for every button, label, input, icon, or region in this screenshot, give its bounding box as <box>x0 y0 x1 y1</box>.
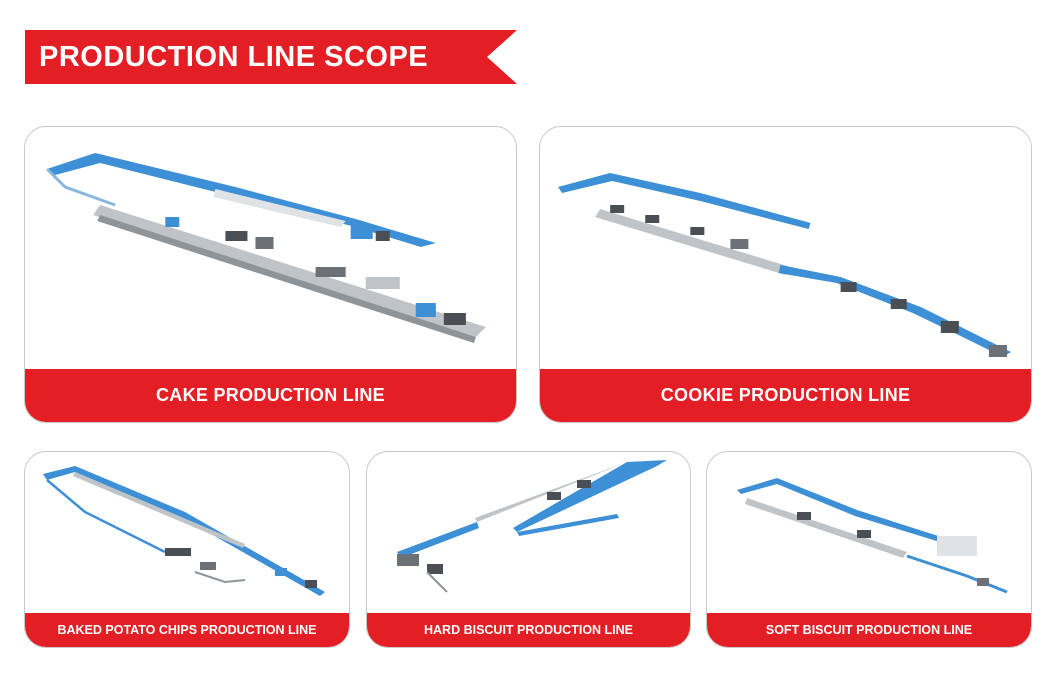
soft-biscuit-production-line-image <box>707 452 1031 613</box>
card-baked-potato-chips-production-line[interactable]: BAKED POTATO CHIPS PRODUCTION LINE <box>24 451 350 648</box>
baked-potato-chips-production-line-image <box>25 452 349 613</box>
hard-biscuit-production-line-image <box>367 452 690 613</box>
card-label: BAKED POTATO CHIPS PRODUCTION LINE <box>25 613 349 647</box>
card-label: COOKIE PRODUCTION LINE <box>540 369 1031 422</box>
card-soft-biscuit-production-line[interactable]: SOFT BISCUIT PRODUCTION LINE <box>706 451 1032 648</box>
section-title-banner: PRODUCTION LINE SCOPE <box>25 30 517 84</box>
cookie-production-line-image <box>540 127 1031 369</box>
banner-ribbon-shape <box>25 30 517 84</box>
cake-production-line-image <box>25 127 516 369</box>
card-hard-biscuit-production-line[interactable]: HARD BISCUIT PRODUCTION LINE <box>366 451 691 648</box>
card-cookie-production-line[interactable]: COOKIE PRODUCTION LINE <box>539 126 1032 423</box>
card-cake-production-line[interactable]: CAKE PRODUCTION LINE <box>24 126 517 423</box>
card-label: CAKE PRODUCTION LINE <box>25 369 516 422</box>
card-label: HARD BISCUIT PRODUCTION LINE <box>367 613 690 647</box>
card-label: SOFT BISCUIT PRODUCTION LINE <box>707 613 1031 647</box>
section-title: PRODUCTION LINE SCOPE <box>39 41 429 73</box>
